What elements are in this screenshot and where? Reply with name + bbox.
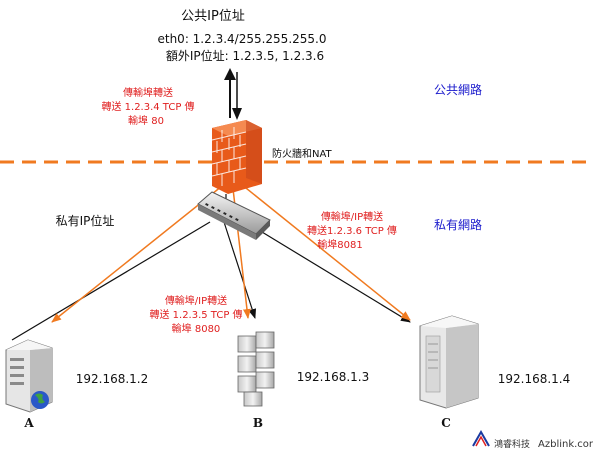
private-ip-label: 私有IP位址 [56,213,115,228]
c-forwarding-line2: 轉送1.2.3.6 TCP 傳 [307,224,397,237]
server-c-letter: C [441,416,451,430]
watermark-site: Azblink.com [538,439,593,450]
extra-ip-addresses: 額外IP位址: 1.2.3.5, 1.2.3.6 [166,48,324,63]
public-forwarding-line2: 轉送 1.2.3.4 TCP 傳 [101,100,194,113]
public-forwarding-line3: 輸埠 80 [128,114,164,127]
b-forwarding-line2: 轉送 1.2.3.5 TCP 傳 [149,308,242,321]
public-forwarding-line1: 傳輸埠轉送 [123,86,173,99]
server-a-icon [5,339,53,413]
server-c-ip: 192.168.1.4 [498,372,571,386]
public-network-label: 公共網路 [434,82,482,97]
switch-icon [197,191,271,240]
connection-lines [11,177,411,341]
b-forwarding-line1: 傳輸埠/IP轉送 [165,294,227,307]
server-a-ip: 192.168.1.2 [76,372,149,386]
server-a-letter: A [23,416,34,430]
server-b-ip: 192.168.1.3 [297,370,370,384]
b-forwarding-line3: 輸埠 8080 [172,322,221,335]
watermark-company: 鴻睿科技 [494,438,530,450]
internet-link-arrows [224,68,242,120]
azblink-logo-icon [472,429,490,447]
public-ip-title: 公共IP位址 [181,9,245,24]
server-b-icon [237,331,275,407]
eth0-address: eth0: 1.2.3.4/255.255.255.0 [157,32,326,46]
server-b-letter: B [253,416,263,430]
private-network-label: 私有網路 [434,217,482,232]
c-forwarding-line3: 輸埠8081 [317,238,362,251]
firewall-nat-label: 防火牆和NAT [272,147,333,160]
firewall-icon [211,120,262,194]
server-c-icon [419,315,479,409]
c-forwarding-line1: 傳輸埠/IP轉送 [321,210,383,223]
